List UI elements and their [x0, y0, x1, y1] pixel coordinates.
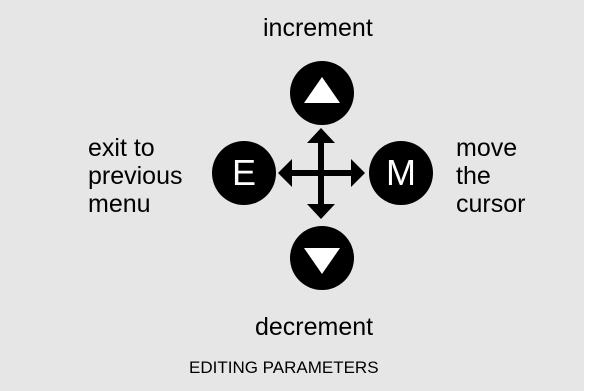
exit-line-2: previous — [88, 162, 183, 190]
exit-button[interactable]: E — [212, 141, 276, 205]
four-way-arrow-icon — [278, 128, 365, 219]
move-line-1: move — [456, 134, 518, 162]
triangle-down-icon — [304, 248, 340, 274]
exit-line-1: exit to — [88, 134, 155, 162]
increment-label: increment — [263, 14, 373, 42]
move-line-3: cursor — [456, 190, 526, 218]
up-button[interactable] — [290, 61, 354, 125]
diagram-panel: increment exit to previous menu E M move… — [0, 0, 584, 391]
exit-line-3: menu — [88, 190, 151, 218]
exit-description: exit to previous menu — [88, 134, 183, 218]
diagram-caption: EDITING PARAMETERS — [189, 358, 379, 377]
move-line-2: the — [456, 162, 491, 190]
mode-button[interactable]: M — [369, 141, 433, 205]
decrement-label: decrement — [255, 313, 374, 341]
move-description: move the cursor — [456, 134, 525, 218]
mode-letter: M — [386, 152, 416, 193]
triangle-up-icon — [304, 77, 340, 103]
down-button[interactable] — [290, 226, 354, 290]
exit-letter: E — [231, 152, 256, 193]
